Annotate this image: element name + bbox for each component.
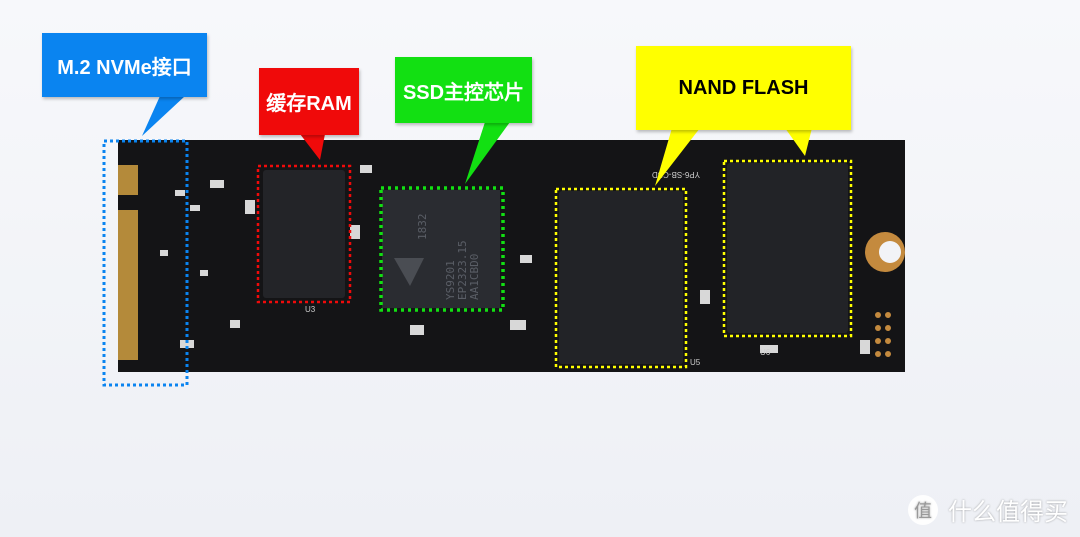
callout-dram: 缓存RAM [259,68,359,135]
gold-fingers [118,210,138,360]
nand-highlight [554,187,688,369]
callout-nand: NAND FLASH [636,46,851,130]
watermark-text: 什么值得买 [948,499,1068,526]
pcb-label: YP6-SB-CSD [652,170,700,179]
controller-chip [382,190,500,308]
watermark-badge: 值 [908,494,938,525]
pcb-label: U5 [690,358,701,367]
nand-chip [559,191,683,364]
pcb-label: U6 [760,348,771,357]
watermark: 值 什么值得买 [908,492,1068,527]
dram-chip [263,170,345,298]
nand-highlight [722,159,853,338]
chip-text: EP2323.15 [456,240,469,300]
pcb-label: U3 [305,305,316,314]
controller-highlight [379,186,505,312]
callout-interface: M.2 NVMe接口 [42,33,207,97]
smd-components [160,165,870,354]
chip-text: AA1CBD0 [468,254,481,300]
callout-controller: SSD主控芯片 [395,57,532,123]
chip-text: 1832 [416,214,429,241]
gold-fingers [118,165,138,195]
interface-highlight [102,139,189,387]
chip-text: YS9201 [444,260,457,300]
controller-logo [394,258,424,286]
nand-chip [727,163,848,333]
